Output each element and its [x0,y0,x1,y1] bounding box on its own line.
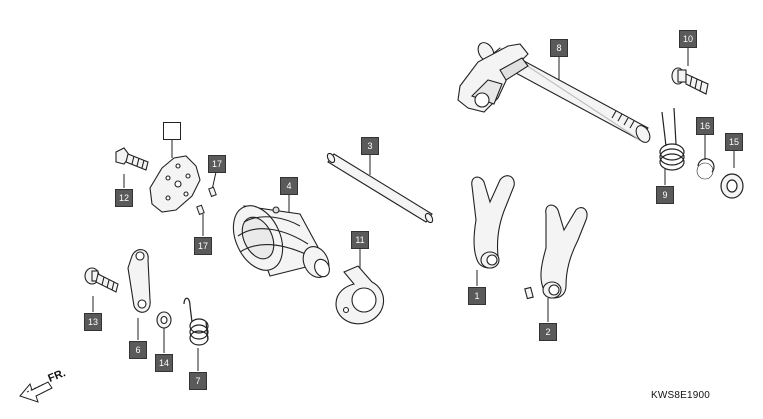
callout-1: 1 [468,287,486,305]
callout-14: 14 [155,354,173,372]
callout-10: 10 [679,30,697,48]
shift-fork-1-part [471,175,515,269]
shift-drum-part [232,205,330,278]
callout-17-lower: 17 [194,237,212,255]
stopper-arm-part [127,249,151,313]
washer-part [156,311,172,329]
thrust-washer-part [720,173,744,199]
callout-16: 16 [696,117,714,135]
front-direction-arrow-icon [19,381,53,403]
return-spring-part [659,107,685,171]
callout-4: 4 [280,177,298,195]
gearshift-spindle-part [457,42,651,143]
callout-7: 7 [189,372,207,390]
center-bolt-part [115,147,149,171]
dowel-pin-part [196,186,217,216]
callout-15: 15 [725,133,743,151]
callout-11: 11 [351,231,369,249]
callout-3: 3 [361,137,379,155]
fork-shaft-part [326,152,434,224]
spring-pin-bolt-part [671,67,709,95]
callout-blank [163,122,181,140]
callout-8: 8 [550,39,568,57]
callout-13: 13 [84,313,102,331]
snap-ring-part [696,158,715,180]
callout-17-upper: 17 [208,155,226,173]
shift-fork-2-part [524,204,588,300]
callout-9: 9 [656,186,674,204]
stopper-bolt-part [84,267,119,293]
callout-6: 6 [129,341,147,359]
callout-12: 12 [115,189,133,207]
stopper-spring-part [183,297,209,346]
shift-drum-center-part [149,155,201,213]
drum-bearing-plate-part [335,265,385,325]
callout-2: 2 [539,323,557,341]
drawing-code: KWS8E1900 [651,390,711,401]
